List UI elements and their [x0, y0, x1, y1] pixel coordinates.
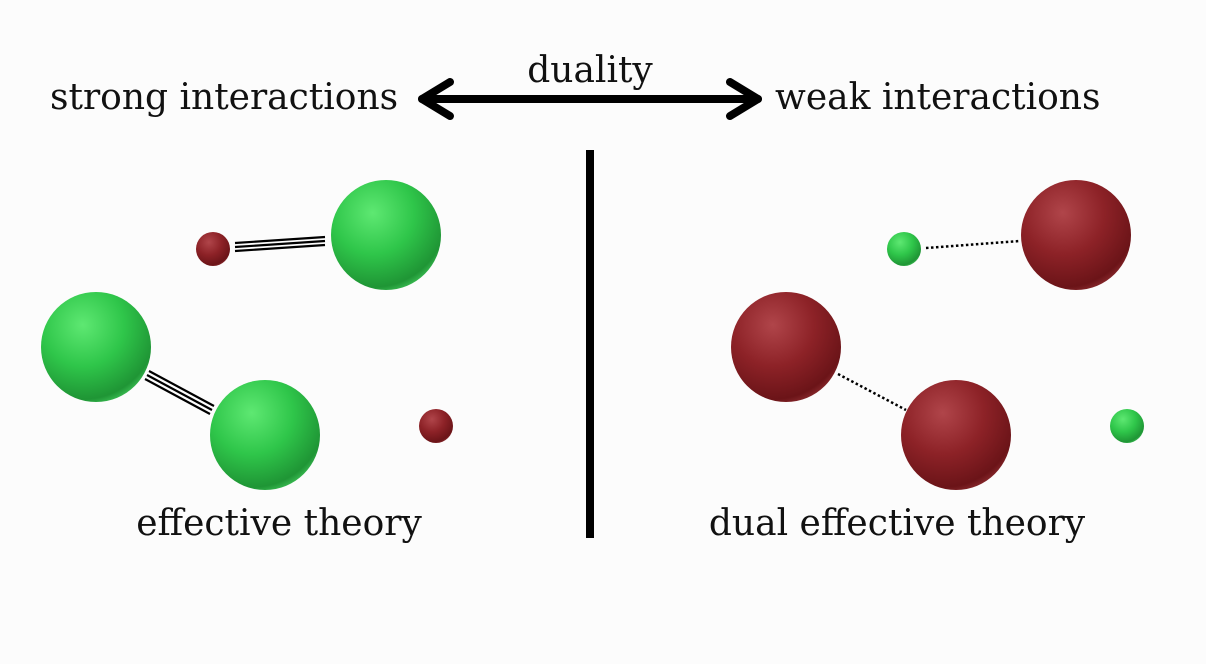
small-red-particle — [419, 409, 453, 443]
panel-divider — [586, 150, 594, 538]
triple-bond — [144, 370, 215, 415]
left-panel: effective theory — [41, 180, 453, 544]
dotted-bond — [837, 372, 907, 412]
small-red-particle — [196, 232, 230, 266]
dotted-bond — [925, 239, 1021, 250]
double-arrow-icon — [418, 78, 762, 120]
large-green-particle — [331, 180, 441, 290]
large-red-particle — [1021, 180, 1131, 290]
large-green-particle — [210, 380, 320, 490]
small-green-particle — [1110, 409, 1144, 443]
large-green-particle — [41, 292, 151, 402]
weak-interactions-label: weak interactions — [775, 77, 1100, 118]
small-green-particle — [887, 232, 921, 266]
right-panel: dual effective theory — [709, 180, 1144, 544]
effective-theory-caption: effective theory — [136, 503, 422, 544]
strong-interactions-label: strong interactions — [50, 77, 398, 118]
large-red-particle — [901, 380, 1011, 490]
large-red-particle — [731, 292, 841, 402]
triple-bond — [234, 235, 326, 253]
duality-label: duality — [527, 50, 653, 91]
dual-effective-theory-caption: dual effective theory — [709, 503, 1086, 544]
